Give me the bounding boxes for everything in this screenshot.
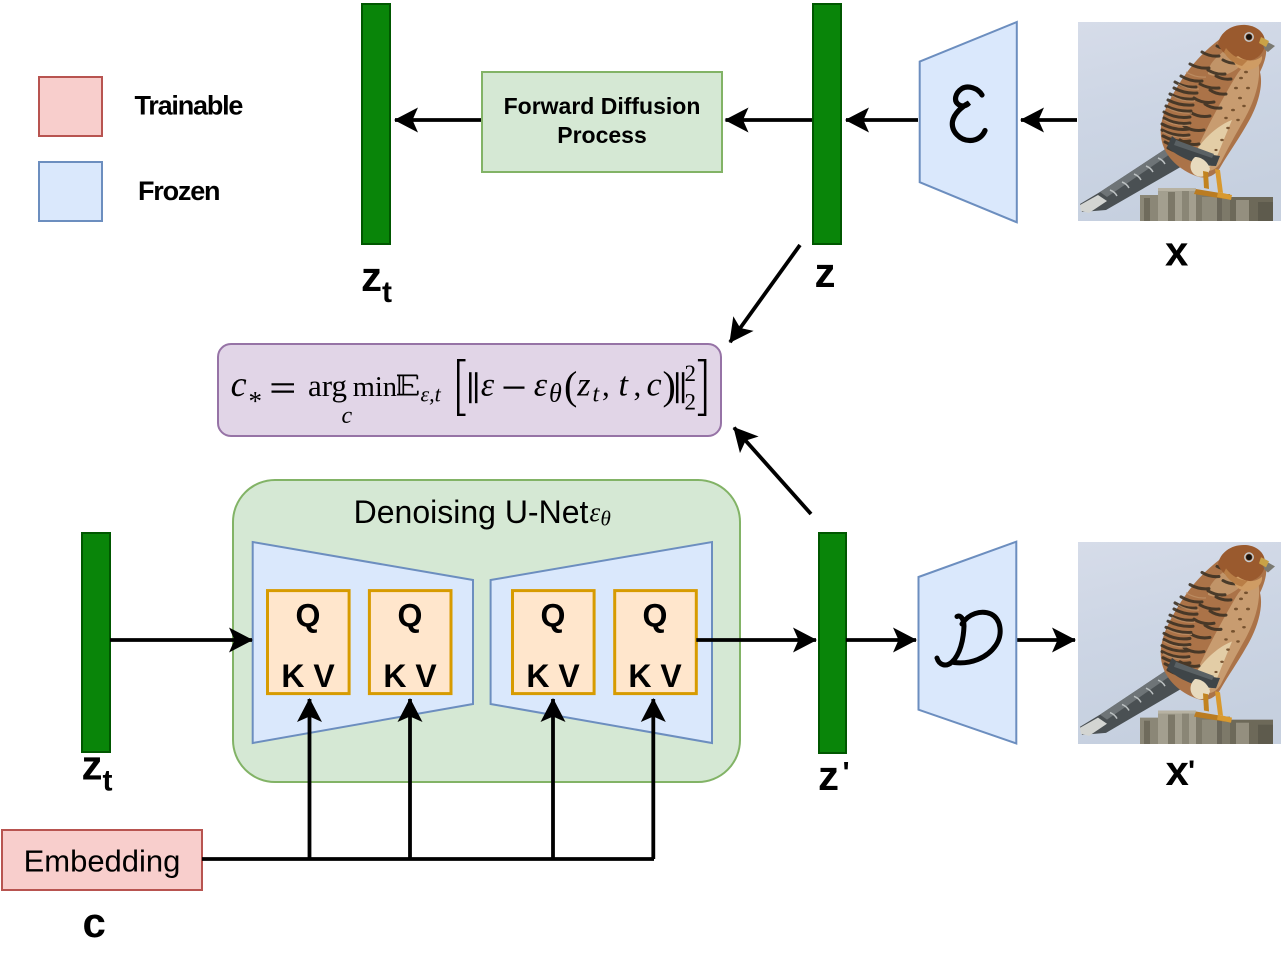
svg-text:Embedding: Embedding: [24, 844, 181, 879]
svg-text:x: x: [1165, 228, 1189, 275]
svg-text:t: t: [382, 276, 392, 309]
svg-text:min: min: [353, 372, 397, 403]
svg-text:': ': [843, 757, 850, 790]
svg-text:K V: K V: [383, 658, 437, 694]
svg-text:Trainable: Trainable: [135, 91, 244, 121]
svg-text:ε,t: ε,t: [421, 382, 442, 407]
svg-text:z: z: [818, 752, 839, 799]
svg-text:t: t: [103, 765, 113, 798]
svg-text:θ: θ: [601, 507, 611, 531]
svg-text:z: z: [361, 253, 382, 300]
svg-text:x: x: [1166, 747, 1190, 794]
svg-text:(: (: [564, 363, 577, 408]
svg-text:c: c: [342, 403, 353, 429]
svg-text:,: ,: [602, 368, 610, 403]
svg-text:ε: ε: [534, 367, 548, 404]
svg-text:': ': [1188, 755, 1195, 788]
svg-text:z: z: [576, 367, 590, 404]
svg-text:z: z: [82, 742, 103, 789]
svg-text:ε: ε: [481, 367, 495, 404]
svg-text:t: t: [593, 382, 601, 408]
svg-text:K V: K V: [281, 658, 335, 694]
svg-text:K V: K V: [628, 658, 682, 694]
svg-text:z: z: [815, 249, 836, 296]
svg-text:Forward Diffusion: Forward Diffusion: [504, 93, 701, 119]
svg-text:): ): [663, 363, 676, 408]
svg-text:θ: θ: [549, 379, 562, 408]
svg-text:Q: Q: [296, 598, 321, 634]
svg-text:Process: Process: [557, 122, 647, 148]
svg-text:Q: Q: [398, 598, 423, 634]
svg-text:c: c: [647, 367, 662, 404]
svg-text:t: t: [619, 367, 630, 404]
svg-text:K V: K V: [526, 658, 580, 694]
svg-text:2: 2: [685, 361, 697, 386]
svg-text:Q: Q: [541, 598, 566, 634]
svg-text:c: c: [231, 364, 247, 404]
svg-text:c: c: [83, 899, 106, 946]
svg-text:,: ,: [634, 368, 642, 403]
svg-text:Denoising U-Net: Denoising U-Net: [354, 494, 589, 530]
svg-text:ε: ε: [590, 497, 601, 527]
svg-text:2: 2: [685, 390, 697, 415]
svg-text:Frozen: Frozen: [138, 176, 219, 206]
svg-text:Q: Q: [643, 598, 668, 634]
svg-text:arg: arg: [308, 368, 347, 403]
svg-text:*: *: [249, 386, 263, 416]
